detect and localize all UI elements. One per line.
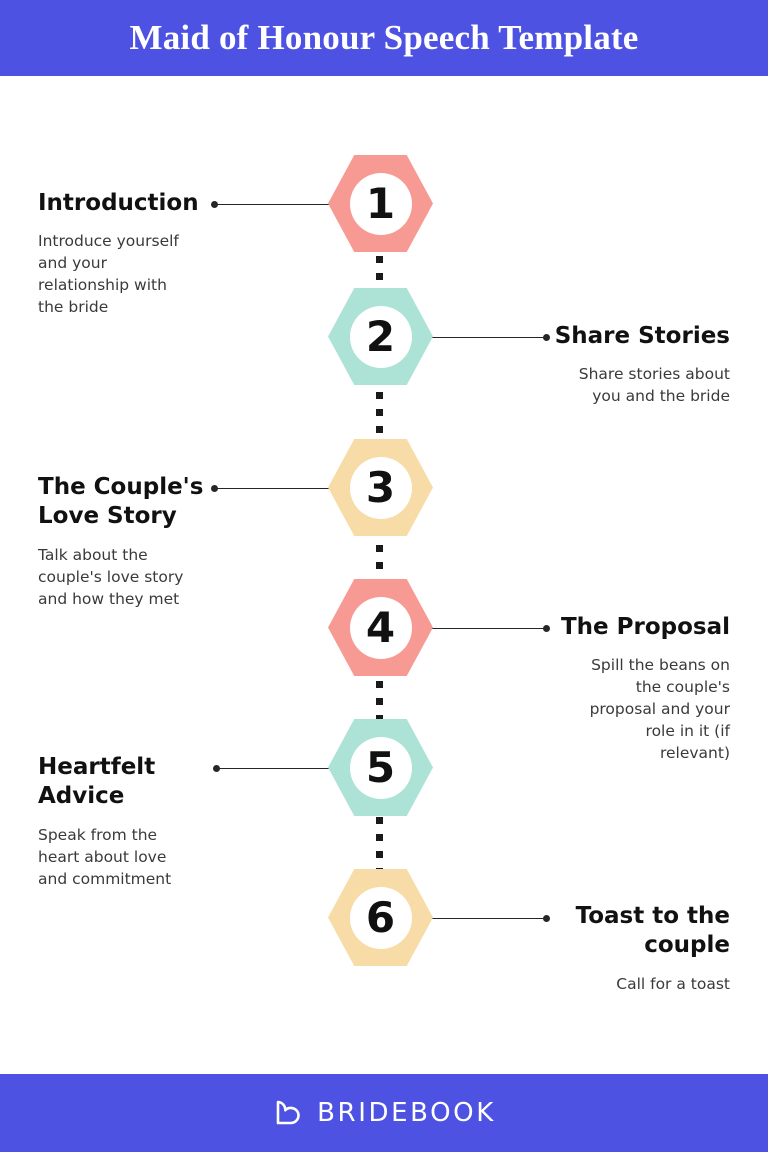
- connector-6: [428, 913, 550, 923]
- connector-2: [428, 332, 550, 342]
- hexagon-inner-circle-6: 6: [349, 886, 412, 949]
- step-block-1: Introduction Introduce yourself and your…: [38, 189, 213, 318]
- step-body-6: Call for a toast: [616, 974, 730, 993]
- step-body-2: Share stories about you and the bride: [578, 365, 730, 406]
- step-number-3: 3: [365, 462, 396, 512]
- connector-line-3: [215, 487, 333, 490]
- step-body-1: Introduce yourself and your relationship…: [38, 232, 179, 317]
- step-block-2: Share Stories Share stories about you an…: [490, 322, 730, 407]
- connector-line-1: [215, 203, 333, 206]
- step-number-2: 2: [365, 311, 396, 361]
- connector-dot-1: [211, 200, 218, 208]
- hexagon-inner-circle-1: 1: [349, 172, 412, 235]
- connector-5: [213, 763, 333, 773]
- step-number-6: 6: [365, 892, 396, 942]
- timeline-node-2[interactable]: 2: [328, 288, 433, 385]
- step-title-6: Toast to the couple: [575, 903, 730, 959]
- step-title-3: The Couple's Love Story: [38, 474, 204, 530]
- connector-4: [428, 623, 550, 633]
- step-title-4: The Proposal: [560, 614, 730, 640]
- connector-dot-4: [543, 624, 550, 632]
- step-body-3: Talk about the couple's love story and h…: [38, 545, 184, 608]
- connector-line-6: [428, 917, 546, 920]
- hexagon-inner-circle-4: 4: [349, 596, 412, 659]
- step-body-4: Spill the beans on the couple's proposal…: [589, 656, 730, 763]
- step-title-2: Share Stories: [554, 323, 730, 349]
- timeline-dotted-spine: [376, 171, 383, 961]
- step-block-5: Heartfelt Advice Speak from the heart ab…: [38, 753, 203, 890]
- hexagon-inner-circle-3: 3: [349, 456, 412, 519]
- heart-outline-icon: [272, 1097, 304, 1129]
- step-block-6: Toast to the couple Call for a toast: [490, 902, 730, 995]
- brand-name: BRIDEBOOK: [317, 1098, 496, 1128]
- timeline-node-1[interactable]: 1: [328, 155, 433, 252]
- hexagon-inner-circle-5: 5: [349, 736, 412, 799]
- step-body-5: Speak from the heart about love and comm…: [38, 825, 172, 888]
- step-title-1: Introduction: [38, 190, 199, 216]
- connector-1: [211, 199, 333, 209]
- timeline-node-6[interactable]: 6: [328, 869, 433, 966]
- timeline-node-5[interactable]: 5: [328, 719, 433, 816]
- step-title-5: Heartfelt Advice: [38, 754, 156, 810]
- header-banner: Maid of Honour Speech Template: [0, 0, 768, 76]
- connector-dot-5: [213, 764, 220, 772]
- connector-line-4: [428, 627, 546, 630]
- connector-dot-3: [211, 484, 218, 492]
- connector-line-2: [428, 336, 546, 339]
- step-block-3: The Couple's Love Story Talk about the c…: [38, 473, 218, 610]
- timeline-canvas: 1 Introduction Introduce yourself and yo…: [0, 76, 768, 1074]
- step-block-4: The Proposal Spill the beans on the coup…: [490, 613, 730, 764]
- page-title: Maid of Honour Speech Template: [129, 18, 639, 57]
- timeline-node-4[interactable]: 4: [328, 579, 433, 676]
- connector-line-5: [217, 767, 333, 770]
- connector-3: [211, 483, 333, 493]
- step-number-5: 5: [365, 742, 396, 792]
- connector-dot-6: [543, 914, 550, 922]
- footer-banner: BRIDEBOOK: [0, 1074, 768, 1152]
- step-number-1: 1: [365, 178, 396, 228]
- timeline-node-3[interactable]: 3: [328, 439, 433, 536]
- connector-dot-2: [543, 333, 550, 341]
- hexagon-inner-circle-2: 2: [349, 305, 412, 368]
- step-number-4: 4: [365, 602, 396, 652]
